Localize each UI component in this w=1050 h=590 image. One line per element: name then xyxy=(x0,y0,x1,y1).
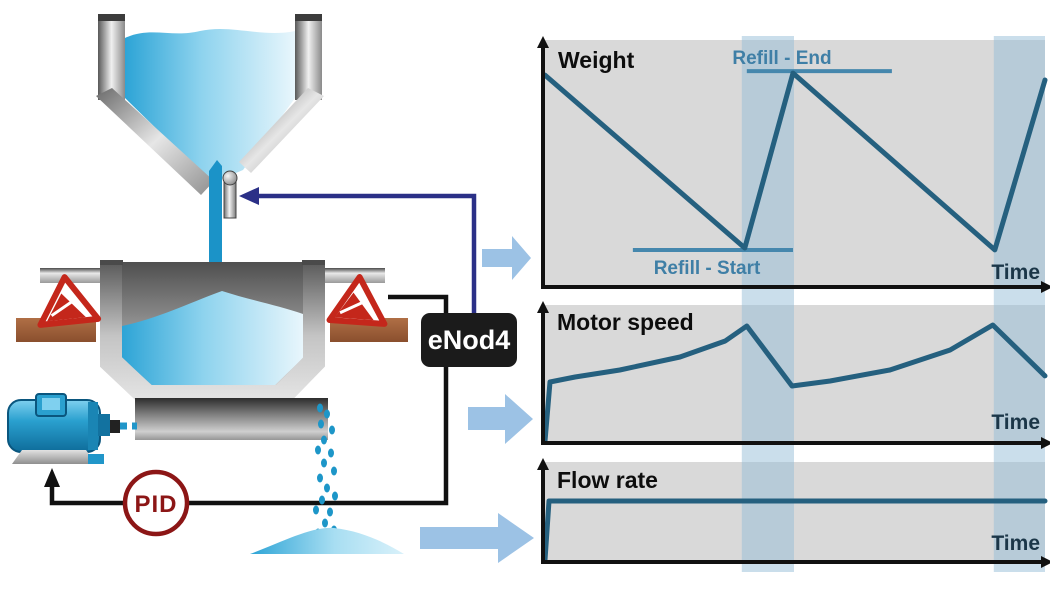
valve-actuator-cap-icon xyxy=(222,170,238,186)
y-axis-arrow-icon xyxy=(537,458,549,470)
refill-valve-icon xyxy=(209,160,222,182)
x-axis-arrow-icon xyxy=(1041,556,1050,568)
storage-hopper-wall-left-cap xyxy=(98,14,125,21)
chart-flow-rate-time-label: Time xyxy=(991,532,1040,555)
pid-controller-icon xyxy=(122,469,190,537)
valve-command-arrowhead-icon xyxy=(239,187,259,205)
chart-flow-rate-title: Flow rate xyxy=(557,467,658,493)
motor-terminal-window xyxy=(42,398,60,410)
weigh-hopper-material xyxy=(122,291,303,388)
series-motor-speed xyxy=(542,322,1048,444)
pid-label: PID xyxy=(134,491,177,518)
motor-ring xyxy=(88,402,98,450)
storage-hopper-funnel-right xyxy=(239,88,324,173)
motor-coupler xyxy=(110,420,120,433)
weigh-hopper-wall-right-cap xyxy=(302,260,325,265)
load-cell-left-fill xyxy=(47,293,86,322)
storage-hopper-funnel-left xyxy=(96,88,214,195)
material-pile xyxy=(250,527,404,554)
motor-base xyxy=(12,450,96,464)
refill-band xyxy=(993,36,1045,572)
storage-hopper-material xyxy=(125,28,295,183)
weigh-hopper-wall-left-cap xyxy=(100,260,123,265)
refill-start-label: Refill - Start xyxy=(654,258,761,279)
y-axis-arrow-icon xyxy=(537,36,549,48)
chart-motor-speed-title: Motor speed xyxy=(557,309,694,335)
storage-hopper-wall-right xyxy=(295,14,322,100)
chart-motor-speed-time-label: Time xyxy=(991,411,1040,434)
weigh-hopper-flange-left xyxy=(40,268,104,283)
load-cell-right-slash xyxy=(339,300,364,315)
load-cell-left-slash xyxy=(50,300,74,317)
motor-base-tab xyxy=(88,454,104,464)
valve-command-wire xyxy=(258,193,477,313)
weigh-hopper-walls xyxy=(100,262,325,407)
load-cell-left-icon xyxy=(37,274,102,328)
x-axis-arrow-icon xyxy=(1041,281,1050,293)
refill-bands xyxy=(741,36,1045,572)
chart-weight-time-label: Time xyxy=(991,261,1040,284)
enod4-controller-box xyxy=(421,313,517,367)
motor-icon xyxy=(7,393,137,464)
chart-weight-title: Weight xyxy=(558,47,635,73)
feeder-diagram: PID eNod4 xyxy=(7,14,534,563)
x-axis-arrow-icon xyxy=(1041,437,1050,449)
storage-hopper-wall-right-cap xyxy=(295,14,322,21)
refill-band xyxy=(741,36,794,572)
storage-hopper-wall-left xyxy=(98,14,125,100)
weigh-hopper-flange-right xyxy=(321,268,385,283)
screw-feeder-tube xyxy=(135,398,328,440)
series-weight xyxy=(542,70,1048,253)
weight-signal-wire xyxy=(388,294,449,315)
motor-command-wire xyxy=(49,367,449,506)
motor-shaft-housing xyxy=(98,414,110,436)
charts: Weight Time Refill - End Refill - Start … xyxy=(537,36,1050,572)
flow-arrow-weight xyxy=(482,236,531,280)
series-flow-rate xyxy=(542,498,1048,563)
enod4-label: eNod4 xyxy=(428,325,511,355)
flow-arrow-flow-rate xyxy=(420,513,534,563)
load-cell-right-icon xyxy=(326,274,388,327)
flow-arrow-motor-speed xyxy=(468,394,533,444)
refill-end-label: Refill - End xyxy=(732,48,831,69)
y-axis-arrow-icon xyxy=(537,301,549,313)
motor-command-arrowhead-icon xyxy=(44,468,60,487)
chart-marks xyxy=(537,36,1050,568)
